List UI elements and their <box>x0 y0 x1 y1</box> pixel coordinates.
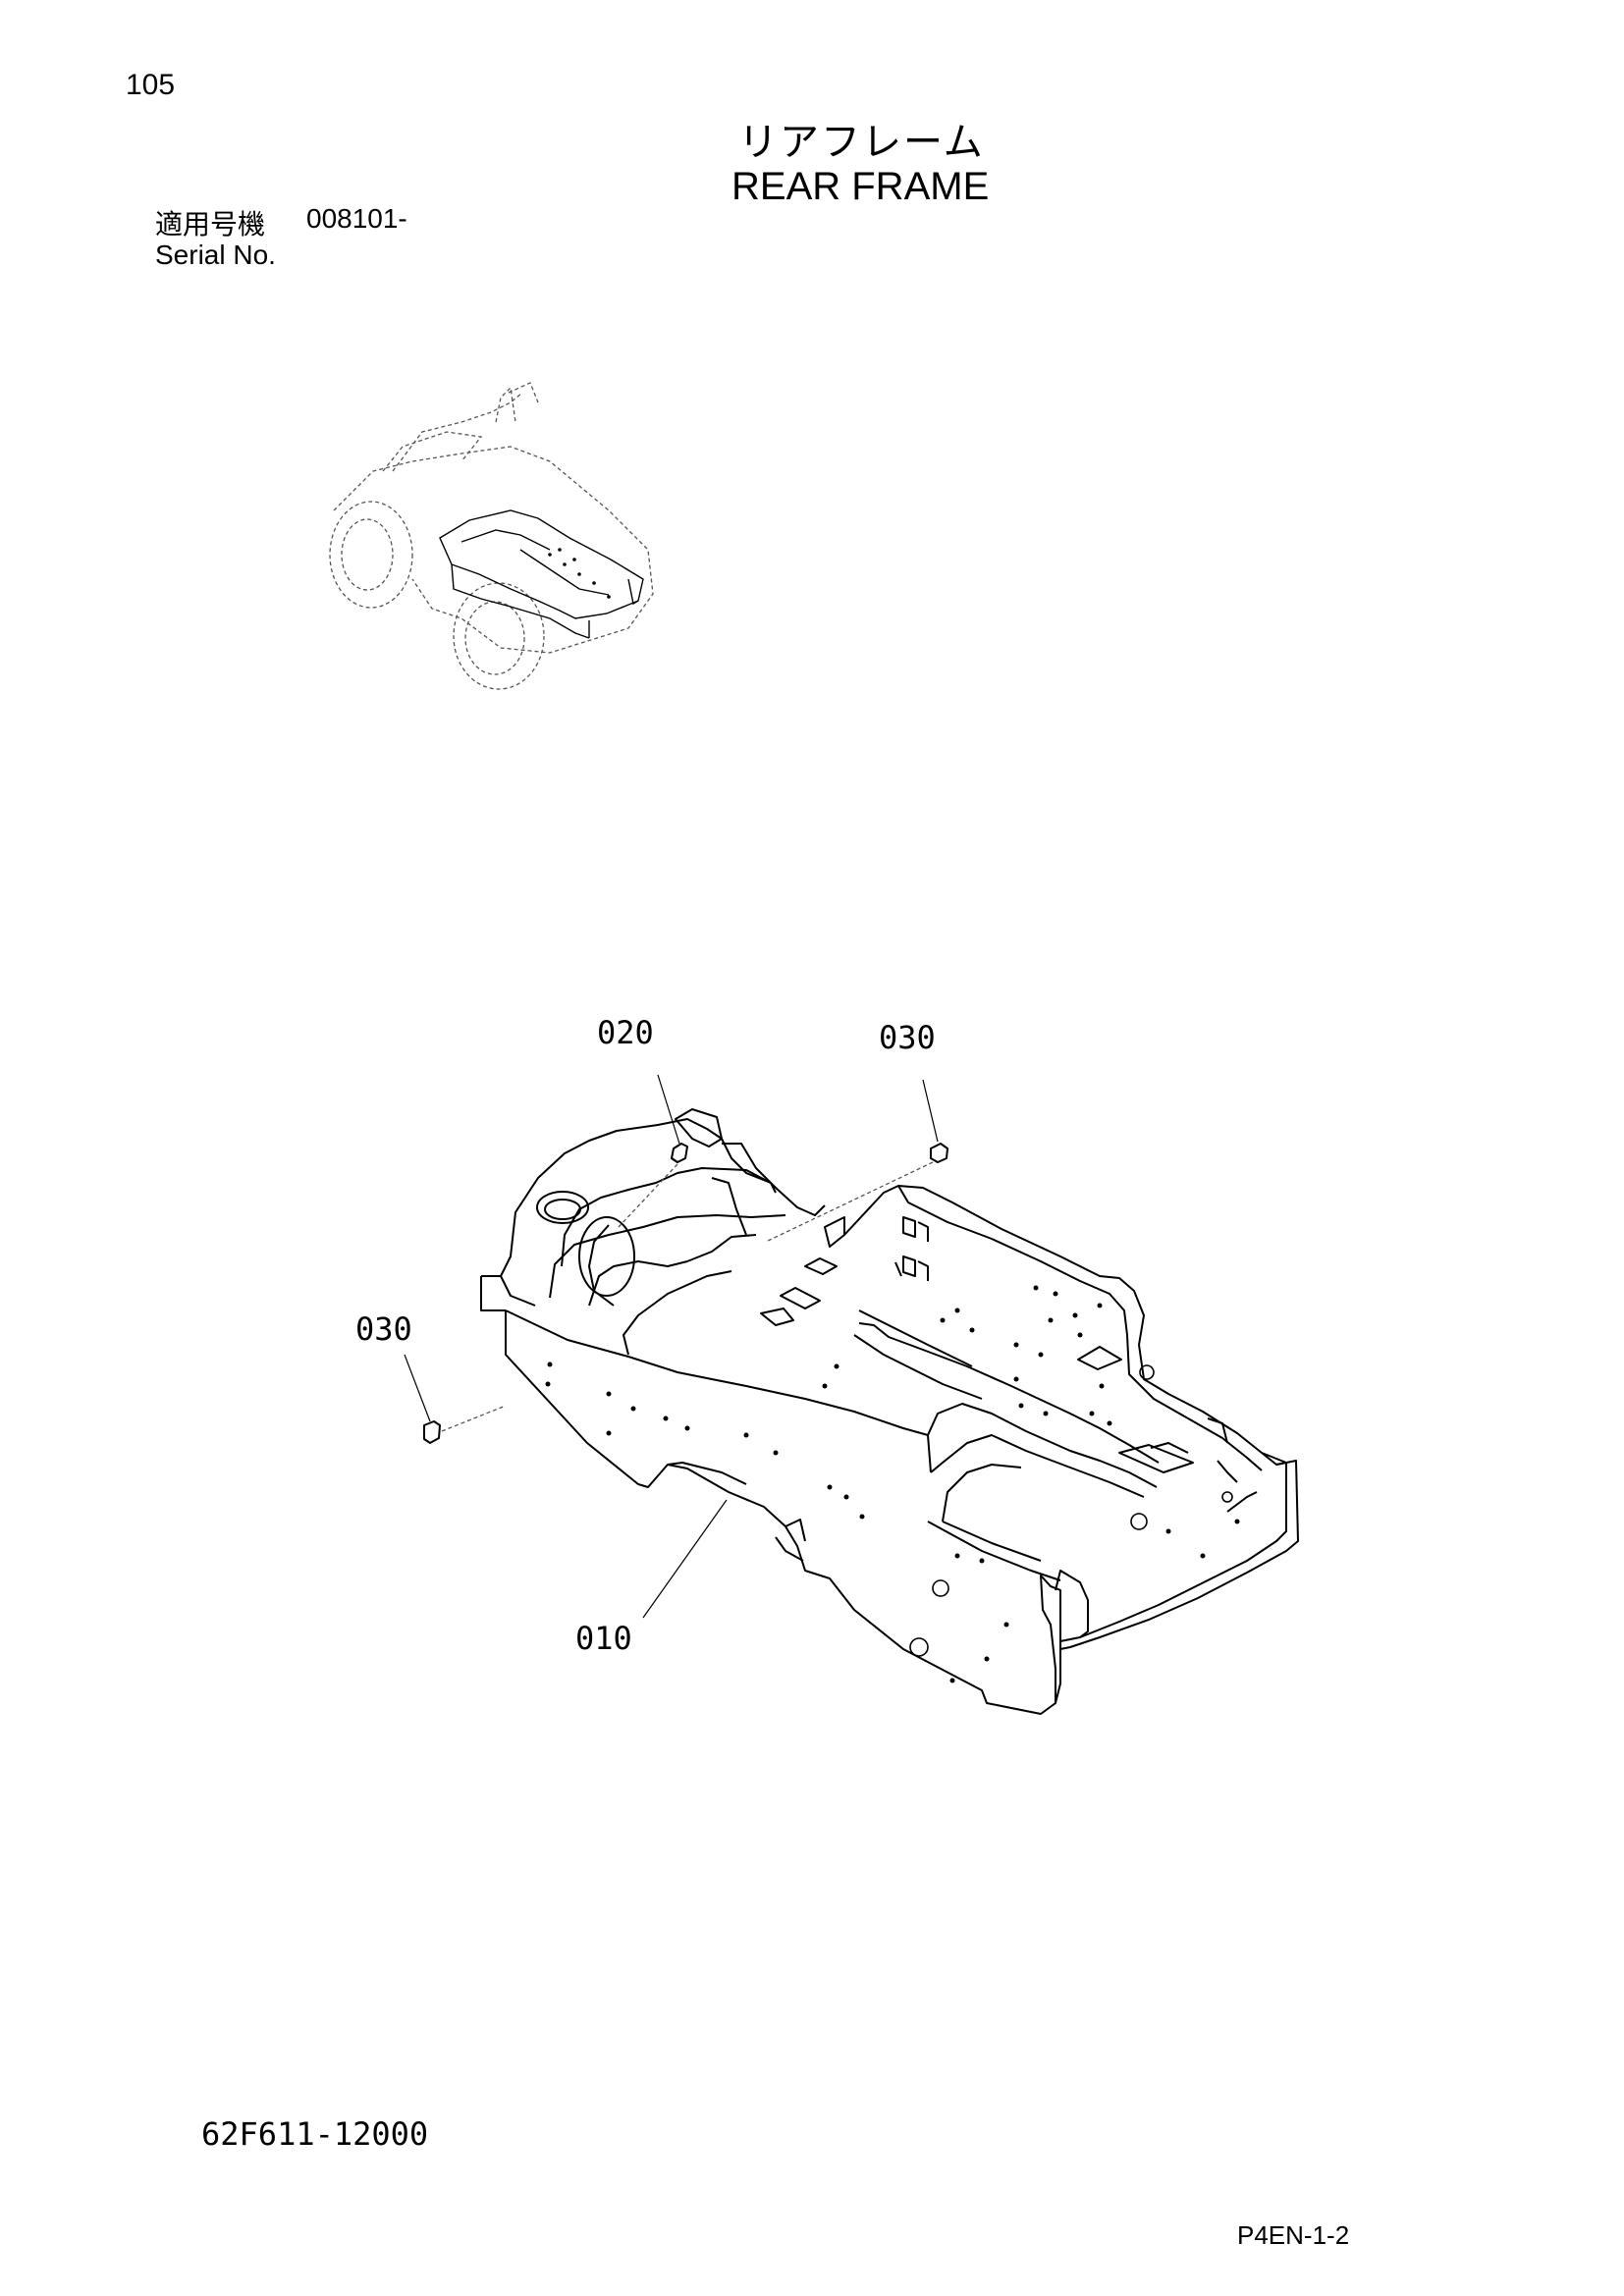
page-number: 105 <box>126 69 176 101</box>
callout-part-010: 010 <box>575 1620 632 1657</box>
callout-part-030-left: 030 <box>355 1310 412 1348</box>
drawing-number: 62F611-12000 <box>201 2115 429 2153</box>
callout-part-030-top: 030 <box>879 1019 936 1056</box>
serial-label-japanese: 適用号機 <box>155 208 266 240</box>
page-code: P4EN-1-2 <box>1237 2220 1350 2250</box>
bolt-030-left-icon <box>423 1420 441 1444</box>
bolt-020-icon <box>671 1143 688 1163</box>
bolt-030-top-icon <box>930 1143 948 1163</box>
rear-frame-drawing <box>404 1074 1299 1715</box>
serial-label-english: Serial No. <box>155 240 276 270</box>
machine-overview-thumbnail <box>329 382 654 690</box>
callout-part-020: 020 <box>597 1014 654 1051</box>
leader-line-010 <box>642 1499 728 1619</box>
leader-line-020 <box>657 1074 680 1145</box>
leader-line-030-top <box>922 1079 939 1143</box>
serial-number-value: 008101- <box>306 203 407 234</box>
leader-line-030-left <box>404 1354 431 1422</box>
title-japanese: リアフレーム <box>738 120 985 165</box>
title-english: REAR FRAME <box>731 165 990 208</box>
